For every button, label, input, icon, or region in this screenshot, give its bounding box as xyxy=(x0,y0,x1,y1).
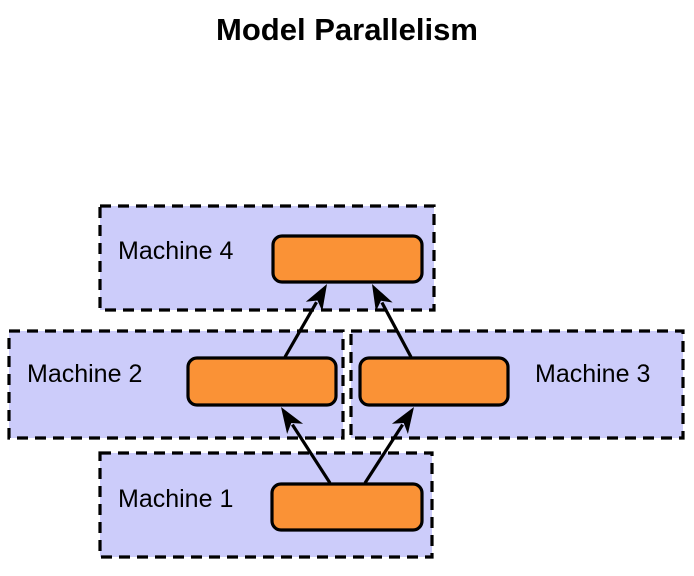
arrow-m2-to-m4-shaft xyxy=(283,301,318,358)
arrow-m1-to-m2-head-icon xyxy=(281,407,304,434)
model-shard-machine-4 xyxy=(271,234,424,284)
machine-label-machine-4: Machine 4 xyxy=(118,237,233,265)
arrow-m3-to-m4-shaft xyxy=(380,301,413,358)
arrow-m1-to-m3 xyxy=(363,407,414,484)
arrow-m1-to-m2-shaft xyxy=(291,423,332,484)
machine-label-machine-2: Machine 2 xyxy=(27,360,142,388)
arrow-m1-to-m3-head-icon xyxy=(391,407,414,434)
machine-label-machine-3: Machine 3 xyxy=(535,360,650,388)
arrow-m3-to-m4 xyxy=(372,284,413,358)
machine-group-machine-4: Machine 4 xyxy=(98,204,436,312)
page-title: Model Parallelism xyxy=(216,12,478,47)
machine-group-machine-1: Machine 1 xyxy=(98,451,434,559)
arrow-m2-to-m4-head-icon xyxy=(305,284,327,312)
machine-label-machine-1: Machine 1 xyxy=(118,485,233,513)
arrow-m2-to-m4 xyxy=(283,284,327,358)
machine-group-machine-2: Machine 2 xyxy=(7,329,345,440)
arrow-m3-to-m4-head-icon xyxy=(372,284,393,312)
model-shard-machine-1 xyxy=(270,482,424,532)
arrow-layer xyxy=(281,284,414,484)
arrow-m1-to-m3-shaft xyxy=(363,423,404,484)
arrow-m1-to-m2 xyxy=(281,407,332,484)
model-shard-machine-2 xyxy=(186,356,338,407)
model-shard-machine-3 xyxy=(358,356,510,407)
